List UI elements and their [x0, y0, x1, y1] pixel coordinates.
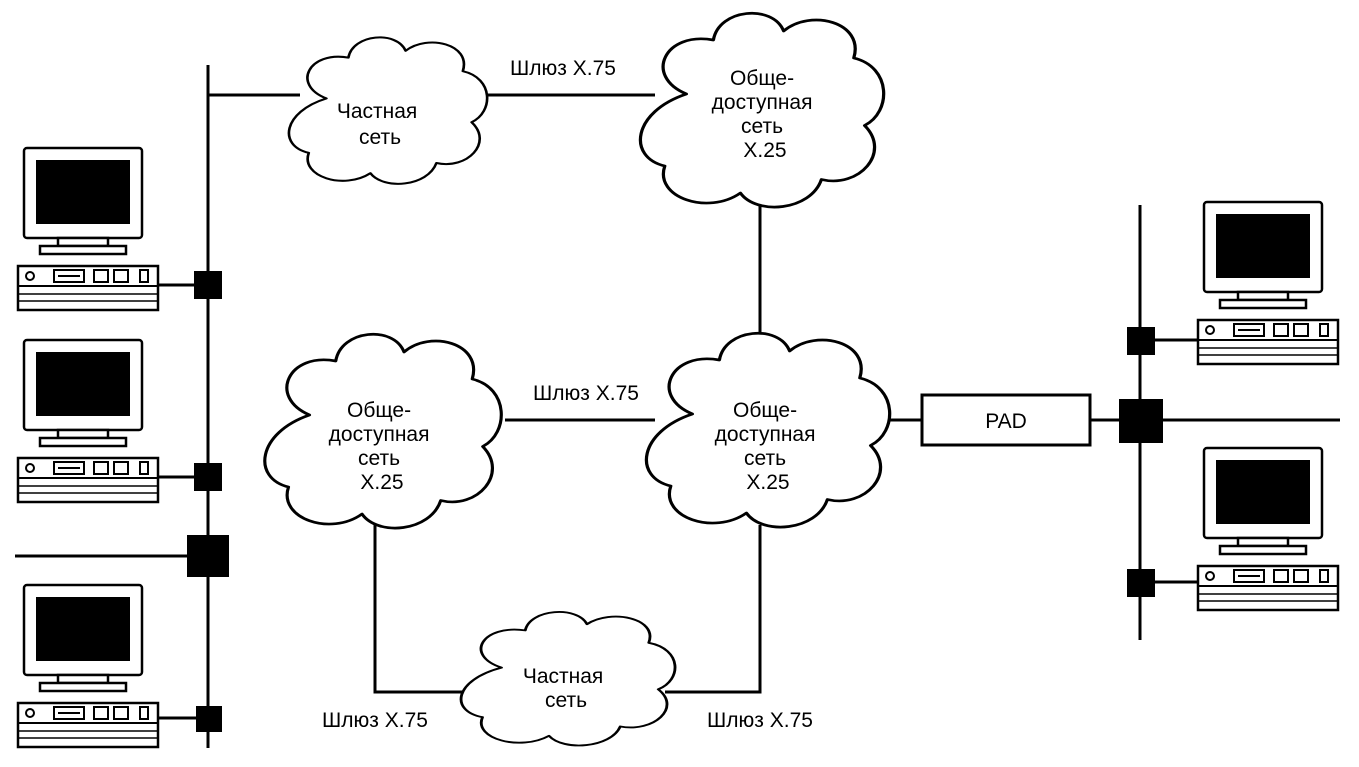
computer-icon: [1196, 200, 1340, 366]
right-node-pc4: [1127, 327, 1155, 355]
cloud-private-bottom-label: Частная сеть: [523, 665, 609, 712]
gateway-label-middle: Шлюз X.75: [533, 382, 639, 405]
left-node-junction: [187, 535, 229, 577]
computer-icon: [1196, 446, 1340, 612]
gateway-label-bottom-right: Шлюз X.75: [707, 709, 813, 732]
computer-icon: [16, 338, 160, 504]
cloud-public-top-label: Обще- доступная сеть X.25: [712, 67, 819, 162]
pad-box: [920, 393, 1092, 447]
link-public-left-private-bottom: [373, 525, 470, 694]
link-private-bottom-public-center: [665, 525, 762, 694]
cloud-private-top-label: Частная сеть: [337, 100, 423, 149]
cloud-public-left-label: Обще- доступная сеть X.25: [329, 399, 436, 494]
right-node-junction: [1119, 399, 1163, 443]
left-node-pc3: [196, 706, 222, 732]
pad-label: PAD: [985, 410, 1027, 433]
computer-icon: [16, 146, 160, 312]
left-node-pc1: [194, 271, 222, 299]
gateway-label-top: Шлюз X.75: [510, 57, 616, 80]
computer-icon: [16, 583, 160, 749]
right-node-pc5: [1127, 569, 1155, 597]
left-node-pc2: [194, 463, 222, 491]
gateway-label-bottom-left: Шлюз X.75: [322, 709, 428, 732]
cloud-public-center-label: Обще- доступная сеть X.25: [715, 399, 822, 494]
